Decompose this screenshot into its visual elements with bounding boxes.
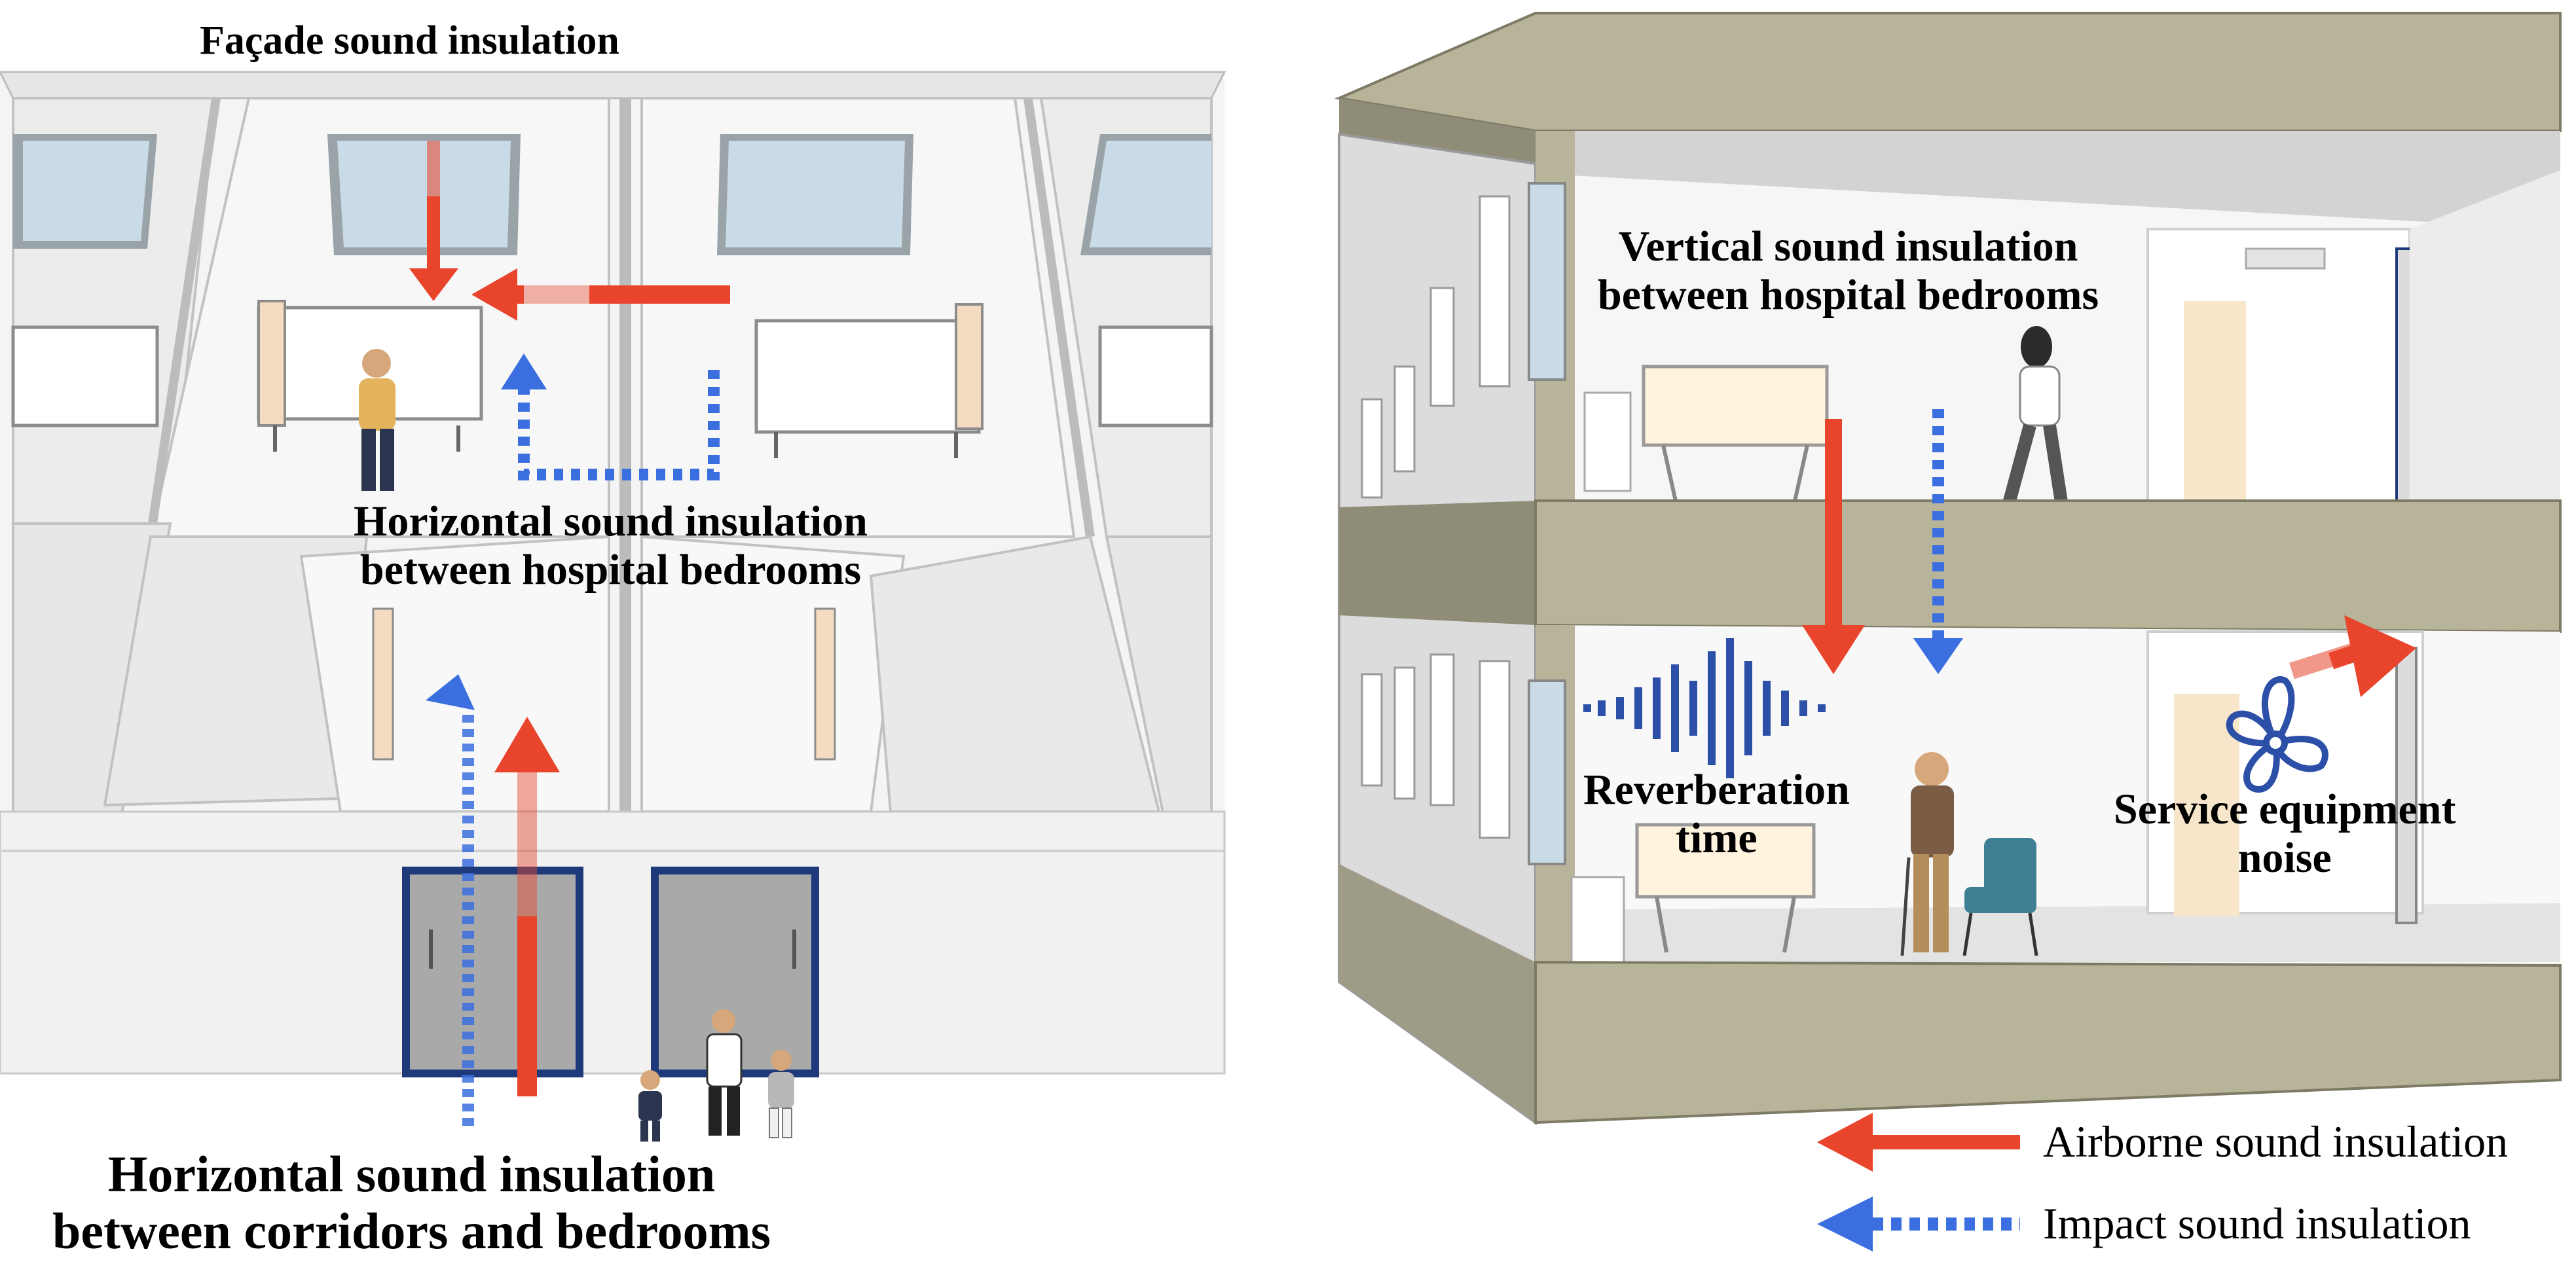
armchair — [1962, 838, 2038, 956]
window-glass — [13, 134, 1211, 255]
legend-airborne-arrow — [1817, 1113, 2020, 1172]
exterior-window — [1361, 195, 1511, 839]
facade-label: Façade sound insulation — [200, 18, 619, 63]
reverberation-label-line2: time — [1676, 814, 1757, 862]
vertical-label-line1: Vertical sound insulation — [1618, 223, 2078, 270]
airborne-arrow — [494, 717, 560, 1096]
horizontal-bedrooms-label-line1: Horizontal sound insulation — [354, 497, 868, 545]
airborne-arrow — [471, 268, 730, 321]
elderly-man-figure — [1900, 752, 1954, 956]
visitors-figures — [638, 1009, 794, 1142]
horizontal-bedrooms-label: Horizontal sound insulation between hosp… — [354, 497, 868, 594]
legend-airborne-label: Airborne sound insulation — [2043, 1117, 2509, 1166]
sound-wave-icon — [1583, 638, 1826, 778]
hospital-bed — [754, 303, 984, 458]
patient-figure — [359, 349, 396, 491]
horizontal-bedrooms-label-line2: between hospital bedrooms — [359, 545, 862, 594]
horizontal-corridors-label: Horizontal sound insulation between corr… — [52, 1145, 771, 1260]
fan-icon — [2226, 676, 2328, 793]
legend-impact-label: Impact sound insulation — [2043, 1198, 2471, 1248]
impact-arrow — [1913, 409, 1963, 674]
legend-impact-arrow — [1817, 1197, 2020, 1252]
service-equipment-label: Service equipment noise — [2114, 785, 2456, 882]
reverberation-label: Reverberation time — [1583, 766, 1850, 863]
hospital-bed — [1570, 823, 1816, 964]
legend — [1817, 1113, 2020, 1252]
impact-arrow — [501, 353, 720, 480]
left-floor-plan — [0, 71, 1226, 1142]
hospital-bed — [1583, 365, 1829, 505]
airborne-arrow — [409, 141, 458, 301]
hospital-bed — [11, 325, 1213, 427]
reverberation-label-line1: Reverberation — [1583, 766, 1850, 814]
horizontal-corridors-label-line2: between corridors and bedrooms — [52, 1202, 771, 1260]
impact-arrow — [426, 674, 475, 1126]
airborne-arrow — [1802, 419, 1865, 674]
right-building-section — [1334, 12, 2562, 1125]
vertical-label-line2: between hospital bedrooms — [1598, 270, 2099, 319]
horizontal-corridors-label-line1: Horizontal sound insulation — [107, 1145, 716, 1202]
service-equipment-label-line2: noise — [2237, 833, 2332, 882]
nurse-figure — [2000, 326, 2069, 513]
airborne-arrow — [2289, 615, 2416, 697]
vertical-label: Vertical sound insulation between hospit… — [1598, 223, 2099, 319]
service-equipment-label-line1: Service equipment — [2114, 785, 2456, 833]
